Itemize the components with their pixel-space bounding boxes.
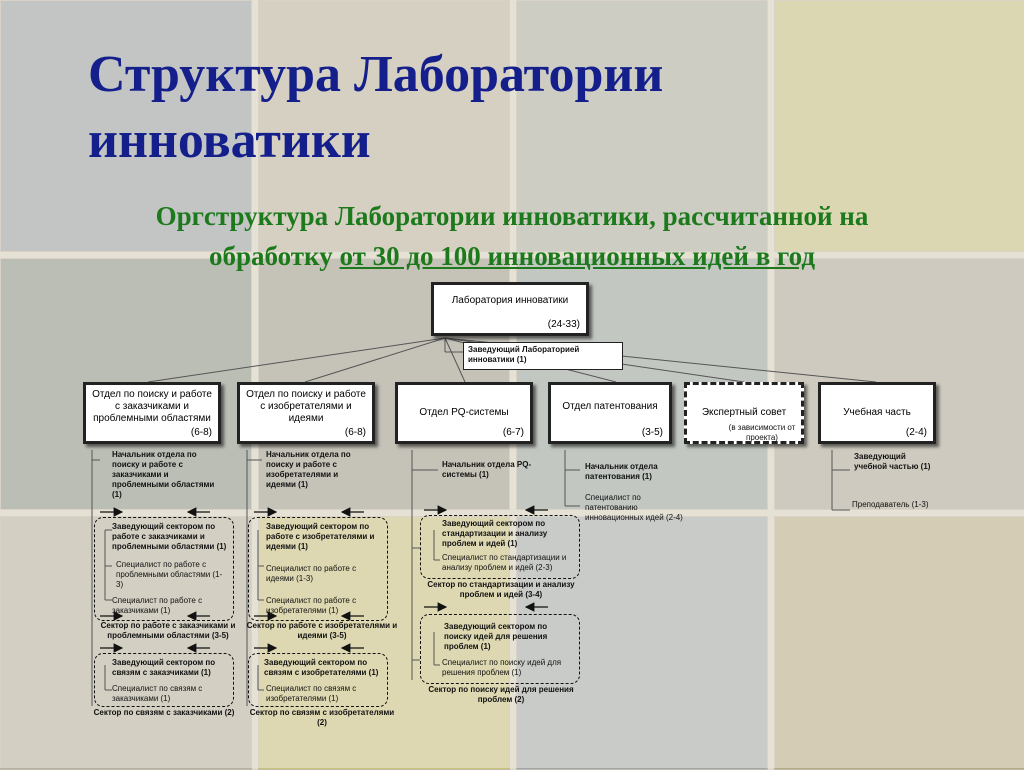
expert-council-box: Экспертный совет (в зависимости от проек… bbox=[684, 382, 804, 444]
lab-name: Лаборатория инноватики bbox=[451, 295, 569, 306]
subtitle-underlined: от 30 до 100 инновационных идей в год bbox=[339, 241, 815, 271]
col3-s1-spec: Специалист по стандартизации и анализу п… bbox=[442, 553, 567, 572]
col2-s1-spec2: Специалист по работе с изобретателями (1… bbox=[266, 596, 357, 615]
lab-box: Лаборатория инноватики (24-33) bbox=[431, 282, 589, 336]
slide-subtitle: Оргструктура Лаборатории инноватики, рас… bbox=[40, 196, 984, 276]
dept-name: Отдел по поиску и работе с изобретателям… bbox=[246, 389, 366, 424]
subtitle-line-2: обработку от 30 до 100 инновационных иде… bbox=[40, 236, 984, 276]
col1-head: Начальник отдела по поиску и работе с за… bbox=[112, 450, 215, 499]
dept-count: (6-7) bbox=[502, 427, 524, 438]
dept-note: (в зависимости от проекта) bbox=[728, 423, 796, 442]
col2-s1-head: Заведующий сектором по работе с изобрета… bbox=[266, 522, 375, 551]
col3-s2-head: Заведующий сектором по поиску идей для р… bbox=[444, 622, 548, 651]
col4-spec: Специалист по патентованию инновационных… bbox=[585, 493, 683, 522]
dept-name: Экспертный совет bbox=[701, 407, 787, 418]
dept-name: Учебная часть bbox=[843, 407, 911, 418]
col2-s2-head: Заведующий сектором по связям с изобрета… bbox=[264, 658, 379, 677]
dept-count: (6-8) bbox=[344, 427, 366, 438]
lab-count: (24-33) bbox=[547, 319, 580, 330]
col2-s1-spec1: Специалист по работе с идеями (1-3) bbox=[266, 564, 357, 583]
col2-sector2-frame bbox=[248, 653, 388, 707]
col3-s1-head: Заведующий сектором по стандартизации и … bbox=[442, 519, 548, 548]
col4-head: Начальник отдела патентования (1) bbox=[585, 462, 658, 481]
col1-s1-spec2: Специалист по работе с заказчиками (1) bbox=[112, 596, 203, 615]
subtitle-prefix: обработку bbox=[208, 241, 333, 271]
col3-s1-label: Сектор по стандартизации и анализу пробл… bbox=[427, 580, 575, 599]
col2-sector1-frame bbox=[248, 517, 388, 621]
col2-s2-label: Сектор по связям с изобретателями (2) bbox=[249, 708, 395, 727]
col2-s1-label: Сектор по работе с изобретателями и идея… bbox=[246, 621, 398, 640]
lab-head-text: Заведующий Лабораторией инноватики (1) bbox=[468, 345, 580, 364]
col1-sector1-frame bbox=[94, 517, 234, 621]
dept-pq-box: Отдел PQ-системы (6-7) bbox=[395, 382, 533, 444]
dept-name: Отдел PQ-системы bbox=[419, 407, 509, 418]
title-line-2: инноватики bbox=[88, 112, 371, 169]
col3-sector2-frame bbox=[420, 614, 580, 684]
subtitle-line-1: Оргструктура Лаборатории инноватики, рас… bbox=[155, 201, 869, 231]
col6-head: Заведующий учебной частью (1) bbox=[854, 452, 931, 471]
col6-spec: Преподаватель (1-3) bbox=[852, 500, 929, 509]
col1-sector2-frame bbox=[94, 653, 234, 707]
dept-count: (3-5) bbox=[641, 427, 663, 438]
col3-s2-spec: Специалист по поиску идей для решения пр… bbox=[442, 658, 562, 677]
col1-s1-spec1: Специалист по работе с проблемными облас… bbox=[116, 560, 223, 589]
dept-count: (6-8) bbox=[190, 427, 212, 438]
dept-inventors-box: Отдел по поиску и работе с изобретателям… bbox=[237, 382, 375, 444]
slide-title: Структура Лаборатории инноватики bbox=[88, 42, 663, 174]
title-line-1: Структура Лаборатории bbox=[88, 46, 664, 103]
col1-s2-head: Заведующий сектором по связям с заказчик… bbox=[112, 658, 216, 677]
col1-s1-label: Сектор по работе с заказчиками и проблем… bbox=[100, 621, 236, 640]
col2-head: Начальник отдела по поиску и работе с из… bbox=[266, 450, 351, 489]
col1-s2-spec: Специалист по связям с заказчиками (1) bbox=[112, 684, 203, 703]
col1-s2-label: Сектор по связям с заказчиками (2) bbox=[93, 708, 235, 717]
dept-name: Отдел по поиску и работе с заказчиками и… bbox=[92, 389, 212, 424]
dept-name: Отдел патентования bbox=[562, 401, 658, 412]
dept-customers-box: Отдел по поиску и работе с заказчиками и… bbox=[83, 382, 221, 444]
col3-head: Начальник отдела PQ-системы (1) bbox=[442, 460, 532, 479]
dept-count: (2-4) bbox=[905, 427, 927, 438]
dept-patent-box: Отдел патентования (3-5) bbox=[548, 382, 672, 444]
col3-s2-label: Сектор по поиску идей для решения пробле… bbox=[428, 685, 574, 704]
dept-education-box: Учебная часть (2-4) bbox=[818, 382, 936, 444]
col3-sector1-frame bbox=[420, 515, 580, 579]
col2-s2-spec: Специалист по связям с изобретателями (1… bbox=[266, 684, 357, 703]
lab-head-box: Заведующий Лабораторией инноватики (1) bbox=[463, 342, 623, 370]
col1-s1-head: Заведующий сектором по работе с заказчик… bbox=[112, 522, 227, 551]
